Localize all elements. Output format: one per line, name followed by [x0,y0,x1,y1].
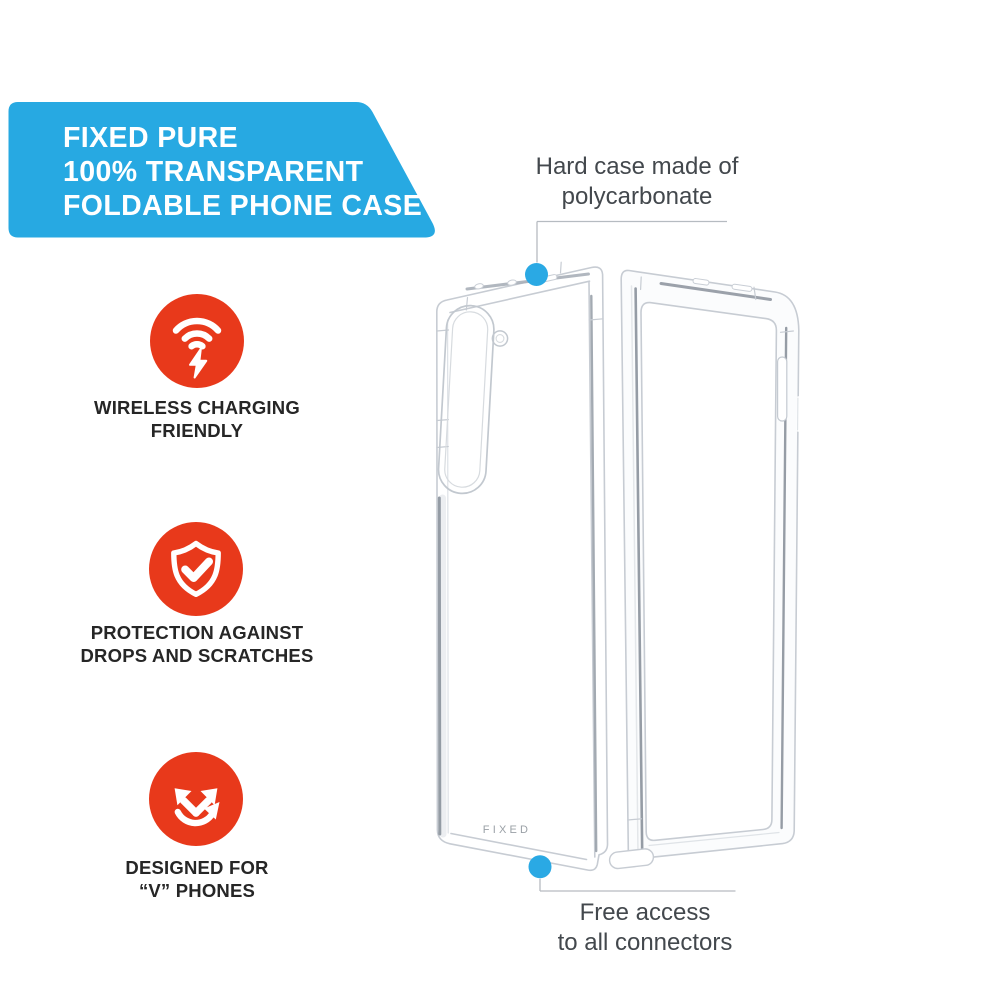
left-half-right-inner-line [588,281,596,858]
bottom-rim-inner-line [648,831,780,847]
right-half-top-rim-shadow [659,282,772,301]
feature-label-designed: DESIGNED FOR “V” PHONES [125,857,269,901]
right-top-slot-1 [692,278,710,286]
case-right-half [608,269,801,870]
feature-label-wireless: WIRELESS CHARGING FRIENDLY [94,397,300,441]
left-half-outline [435,266,609,872]
callout-top-line [536,220,727,263]
left-rail [437,496,442,836]
left-half-bottom-inner-line [450,832,588,861]
left-rail-highlight [439,494,447,838]
case-logo-text: FIXED [483,824,531,836]
right-top-slot-2 [731,283,753,292]
icon-circle [149,752,243,846]
banner-ribbon-shape [8,102,435,238]
callout-lines [536,220,736,892]
case-left-half: FIXED [435,261,609,872]
bottom-hinge-foot [608,848,655,870]
left-half-seams [436,261,604,449]
callout-bottom-text: Free access to all connectors [557,899,733,956]
icon-circle [149,522,243,616]
flash-hole [491,330,509,347]
callout-dot-bottom [528,855,552,879]
callout-dot-top [525,263,548,286]
mic-hole-1 [474,283,484,290]
fold-arrows-icon [149,752,243,846]
wireless-charging-icon [150,294,244,388]
flash-hole-inner [495,334,505,343]
right-half-frame [620,269,800,860]
hinge-rail [634,287,644,855]
camera-cutout [437,304,495,495]
callout-bottom-line [539,878,736,892]
left-half-right-rail [590,294,598,853]
feature-label-protection: PROTECTION AGAINST DROPS AND SCRATCHES [80,622,314,666]
banner-title: FIXED PURE 100% TRANSPARENT FOLDABLE PHO… [63,122,423,222]
right-half-seams [627,276,794,821]
shield-check-icon [149,522,243,616]
left-half-top-inner-line [449,280,591,314]
hinge-rail-highlight [630,285,639,856]
left-half-left-inner-line [447,319,449,834]
callout-top-text: Hard case made of polycarbonate [535,153,739,210]
mic-hole-2 [507,279,517,286]
side-button-cutout [776,356,788,422]
